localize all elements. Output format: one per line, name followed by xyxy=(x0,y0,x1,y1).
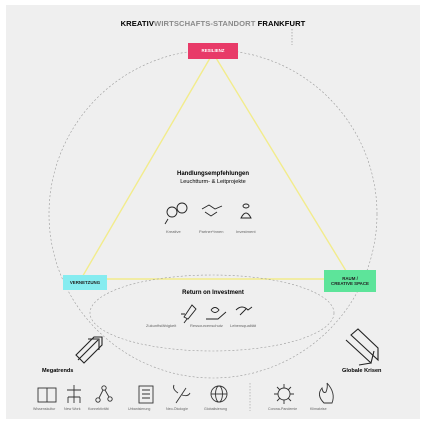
krise-label-corona: Corona-Pandemie xyxy=(268,407,298,411)
krisen-arrow-icon xyxy=(345,328,379,366)
megatrends-title: Megatrends xyxy=(42,368,74,374)
raum-badge: RAUM / CREATIVE SPACE xyxy=(324,270,376,292)
trend-label-wissenskultur: Wissenskultur xyxy=(33,407,56,411)
investment-label: Investment xyxy=(236,229,256,234)
partner-handshake-icon xyxy=(201,204,223,217)
megatrends-arrow-icon xyxy=(75,336,103,364)
resilienz-badge: RESILIENZ xyxy=(188,43,238,59)
page-title: KREATIVWIRTSCHAFTS-STANDORT FRANKFURT xyxy=(6,19,420,28)
new-work-desk-icon xyxy=(67,385,81,403)
globale-krisen-title: Globale Krisen xyxy=(342,368,382,374)
title-part-1: KREATIV xyxy=(120,19,155,28)
zukunft-label: Zukunftsfähigkeit xyxy=(146,323,177,328)
neo-oekologie-plant-icon xyxy=(173,384,191,404)
kreative-icon xyxy=(164,202,188,225)
lebensqualitaet-label: Lebensqualität xyxy=(230,323,257,328)
title-part-2: WIRTSCHAFTS-STANDORT xyxy=(154,19,256,28)
outer-dashed-circle xyxy=(48,49,378,379)
lebensqualitaet-icon xyxy=(235,306,253,316)
wissenskultur-book-icon xyxy=(37,387,57,403)
ressourcen-hand-icon xyxy=(206,307,227,320)
vernetzung-badge: VERNETZUNG xyxy=(63,275,107,290)
trend-label-new-work: New Work xyxy=(64,407,81,411)
yellow-triangle xyxy=(79,51,353,280)
kreative-label: Kreative xyxy=(166,229,181,234)
corona-virus-icon xyxy=(274,384,294,404)
globalisierung-globe-icon xyxy=(210,385,228,403)
center-subtitle: Leuchtturm- & Leitprojekte xyxy=(180,179,246,185)
diagram-graphics xyxy=(37,29,379,411)
urbanisierung-building-icon xyxy=(138,385,154,404)
center-title: Handlungsempfehlungen xyxy=(177,171,249,177)
zukunft-rocket-icon xyxy=(181,304,197,324)
konnektivitaet-icon xyxy=(95,385,113,403)
krise-label-klimakrise: Klimakrise xyxy=(310,407,327,411)
investment-icon xyxy=(240,203,252,219)
raum-label-line1: RAUM / xyxy=(342,275,358,281)
trend-label-konnektivitaet: Konnektivität xyxy=(88,407,109,411)
klimakrise-fire-icon xyxy=(319,382,334,404)
trend-label-urbanisierung: Urbanisierung xyxy=(128,407,151,411)
raum-label-line2: CREATIVE SPACE xyxy=(331,281,369,286)
partner-label: Partner*innen xyxy=(199,229,224,234)
trend-label-globalisierung: Globalisierung xyxy=(204,407,227,411)
roi-title: Return on Investment xyxy=(182,290,244,296)
diagram-canvas: KREATIVWIRTSCHAFTS-STANDORT FRANKFURT RE… xyxy=(6,5,420,419)
trend-label-neo-oekologie: Neo-Ökologie xyxy=(166,407,188,411)
title-part-3: FRANKFURT xyxy=(255,19,306,28)
resilienz-label: RESILIENZ xyxy=(201,48,225,54)
ressourcen-label: Ressourcenschutz xyxy=(190,323,223,328)
vernetzung-label: VERNETZUNG xyxy=(69,279,101,285)
inner-dashed-ellipse xyxy=(89,274,335,352)
